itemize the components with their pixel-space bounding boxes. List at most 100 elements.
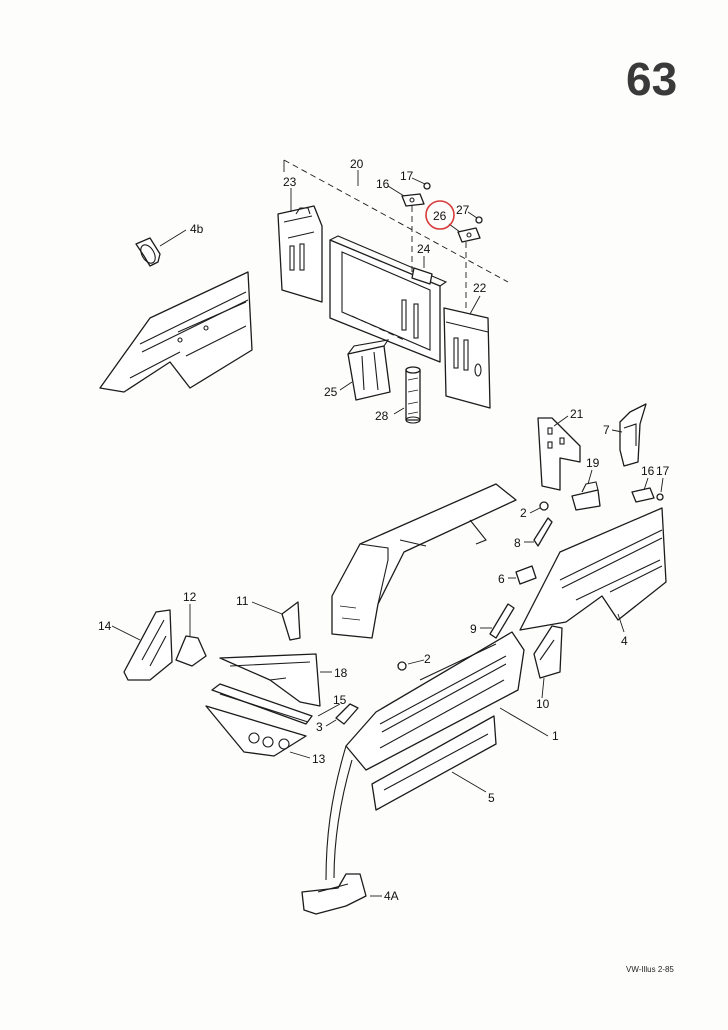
- assembly-20-group: [277, 159, 509, 424]
- part-21-bracket-plate: [537, 417, 581, 491]
- label-18: 18: [334, 666, 348, 680]
- leader-17-top: [411, 177, 426, 185]
- leader-22: [469, 295, 481, 315]
- label-16-right: 16: [641, 464, 655, 478]
- part-3-clip: [335, 703, 359, 725]
- part-24-bracket: [411, 267, 433, 285]
- leader-15: [317, 703, 341, 717]
- part-18-bracket: [219, 653, 321, 707]
- leader-2-lower: [407, 659, 425, 665]
- label-2-upper: 2: [520, 506, 527, 520]
- leader-26: [448, 223, 461, 233]
- part-17-screw-right: [656, 493, 664, 501]
- part-13-gusset: [205, 705, 307, 757]
- label-15: 15: [333, 693, 347, 707]
- part-16-clip-top: [401, 193, 425, 207]
- part-2-plug-lower: [397, 661, 407, 671]
- part-23-panel: [277, 205, 323, 303]
- part-8-strip: [533, 517, 553, 547]
- part-14-bracket: [123, 609, 173, 681]
- label-4b: 4b: [190, 222, 204, 236]
- footer-code: VW-Illus 2-85: [626, 965, 674, 974]
- label-16-top: 16: [376, 177, 390, 191]
- label-14: 14: [98, 619, 112, 633]
- rear-wheelhouse-tunnel: [331, 483, 517, 639]
- label-13: 13: [312, 752, 326, 766]
- label-21: 21: [570, 407, 584, 421]
- part-1-main-side-panel: [345, 631, 525, 771]
- leader-13: [289, 751, 311, 759]
- part-6-bracket: [515, 565, 537, 585]
- part-7-bracket: [619, 403, 647, 467]
- label-5: 5: [488, 791, 495, 805]
- part-19-bracket: [571, 481, 601, 511]
- leader-10: [541, 677, 545, 699]
- leader-1: [499, 707, 549, 737]
- page-number: 63: [626, 53, 677, 105]
- label-17-right: 17: [656, 464, 670, 478]
- part-9-strip: [489, 603, 515, 639]
- leader-11: [251, 601, 283, 615]
- center-frame-20: [329, 235, 448, 363]
- label-9: 9: [470, 622, 477, 636]
- label-24: 24: [417, 242, 431, 256]
- label-19: 19: [586, 456, 600, 470]
- part-10-bracket: [533, 625, 563, 679]
- label-28: 28: [375, 409, 389, 423]
- label-11: 11: [236, 594, 249, 608]
- label-26: 26: [433, 209, 447, 223]
- leader-21: [553, 415, 569, 427]
- part-4A-bracket: [301, 873, 367, 915]
- label-4A: 4A: [384, 889, 399, 903]
- label-27: 27: [456, 203, 470, 217]
- part-27-screw: [475, 216, 483, 224]
- sweep-line-4A-inner: [333, 759, 353, 879]
- leader-4: [617, 613, 625, 633]
- leader-25: [339, 381, 353, 391]
- label-4: 4: [621, 634, 628, 648]
- label-22: 22: [473, 281, 487, 295]
- label-12: 12: [183, 590, 197, 604]
- part-12-bracket: [175, 635, 207, 667]
- leader-4b: [159, 229, 187, 247]
- leader-14: [111, 625, 141, 641]
- leader-27: [467, 211, 478, 219]
- part-17-screw-top: [423, 182, 431, 190]
- part-4-right-side-panel: [519, 507, 667, 631]
- label-3: 3: [316, 720, 323, 734]
- leader-16-top: [387, 185, 405, 197]
- leader-5: [451, 771, 487, 793]
- label-8: 8: [514, 536, 521, 550]
- label-20: 20: [350, 157, 364, 171]
- part-28-insulation-roll: [405, 366, 421, 424]
- callout-labels: 20 23 16 17 27 4b 24 22 25 28 21 7 19 16…: [98, 157, 670, 903]
- part-5-sill: [371, 715, 497, 811]
- label-7: 7: [603, 423, 610, 437]
- label-6: 6: [498, 572, 505, 586]
- part-11-bracket: [281, 601, 301, 641]
- part-22-panel: [443, 307, 491, 409]
- label-1: 1: [552, 729, 559, 743]
- part-26-clip: [457, 227, 481, 243]
- leader-17-right: [660, 477, 664, 493]
- part-15-strip: [211, 683, 313, 725]
- label-10: 10: [536, 697, 550, 711]
- part-2-plug-upper: [539, 501, 549, 511]
- part-25-bracket: [347, 339, 391, 401]
- leader-3: [325, 719, 337, 727]
- left-side-panel: [99, 271, 253, 393]
- leader-28: [393, 407, 405, 415]
- label-25: 25: [324, 385, 338, 399]
- assembly-bracket-line: [283, 159, 509, 283]
- label-2-lower: 2: [424, 652, 431, 666]
- leader-16-right: [643, 477, 649, 491]
- sweep-line-4A: [325, 745, 347, 881]
- leader-7: [611, 429, 623, 433]
- label-23: 23: [283, 175, 297, 189]
- part-16-clip-right: [631, 487, 655, 503]
- highlight-circle-26: [425, 200, 455, 230]
- leader-2-upper: [529, 507, 541, 514]
- part-4b-clip: [135, 237, 161, 267]
